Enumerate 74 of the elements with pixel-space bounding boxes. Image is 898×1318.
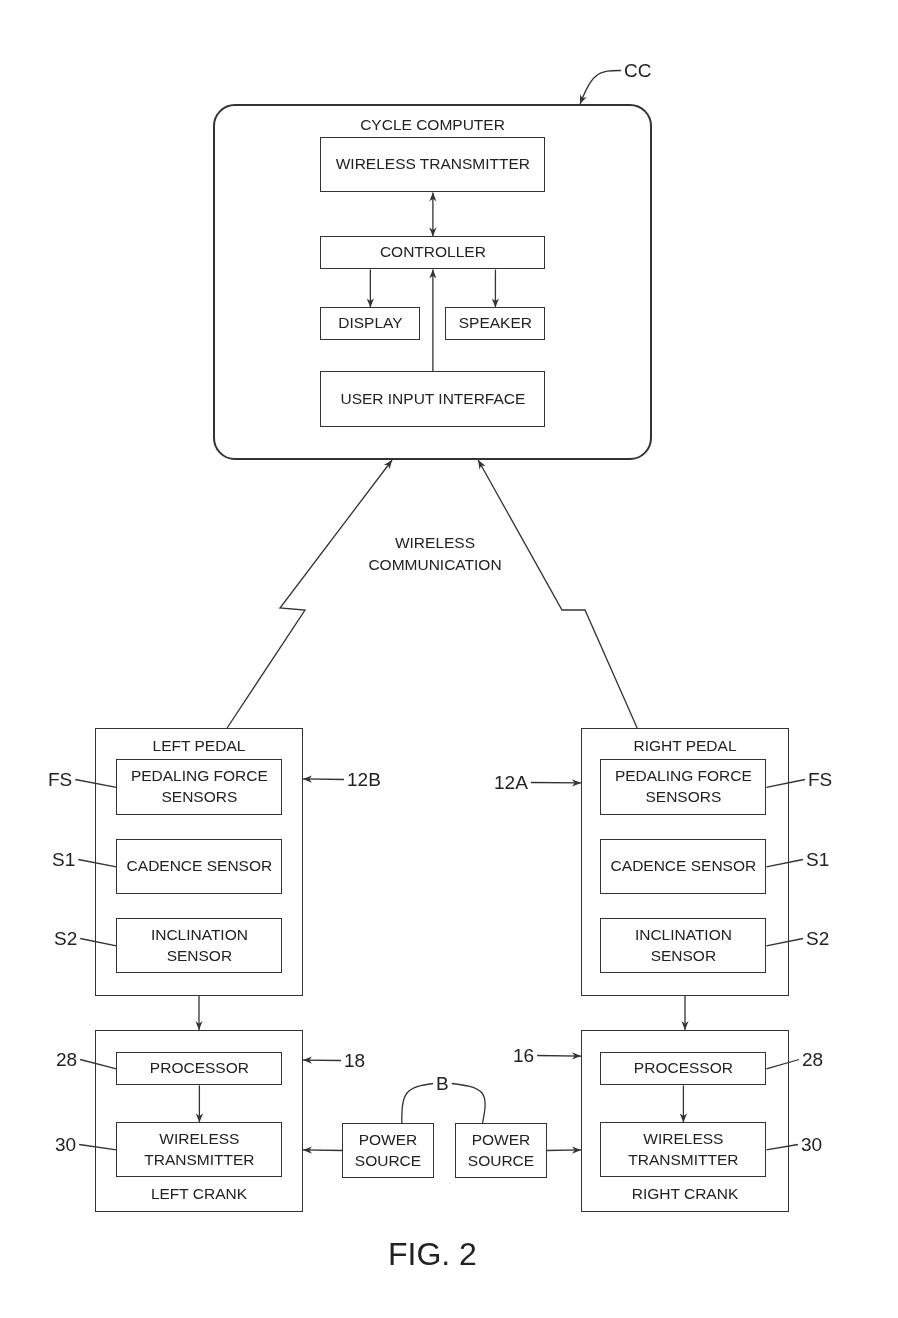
reference-numeral: 12A	[494, 773, 528, 792]
component-block: SPEAKER	[445, 307, 546, 341]
leader-line	[765, 1143, 799, 1151]
leader-line	[79, 1058, 118, 1070]
leader-line	[401, 1082, 434, 1124]
reference-numeral: S1	[52, 850, 76, 869]
reference-numeral: S2	[54, 929, 78, 948]
reference-numeral: 18	[344, 1051, 366, 1070]
wireless-signal-arrow	[226, 459, 393, 729]
figure-caption: FIG. 2	[388, 1236, 477, 1273]
arrow	[546, 1146, 582, 1154]
leader-line	[78, 1143, 118, 1151]
leader-arrow	[302, 1056, 342, 1064]
component-block: PEDALING FORCE SENSORS	[116, 759, 283, 816]
reference-numeral: 28	[56, 1050, 78, 1069]
leader-arrow	[536, 1052, 582, 1060]
arrow	[366, 268, 374, 309]
arrow	[302, 1146, 343, 1154]
reference-numeral: CC	[624, 61, 652, 80]
reference-numeral: B	[436, 1074, 449, 1093]
leader-arrow	[579, 69, 622, 105]
leader-line	[765, 1058, 800, 1070]
arrow	[195, 1084, 203, 1124]
component-block: INCLINATION SENSOR	[600, 918, 767, 974]
arrow	[429, 268, 437, 373]
component-block: PEDALING FORCE SENSORS	[600, 759, 767, 816]
component-block: CADENCE SENSOR	[116, 839, 283, 895]
component-block: PROCESSOR	[116, 1052, 283, 1086]
leader-line	[74, 778, 118, 789]
reference-numeral: 30	[801, 1135, 823, 1154]
double-arrow	[429, 191, 437, 238]
leader-line	[451, 1082, 486, 1124]
component-block: USER INPUT INTERFACE	[320, 371, 546, 428]
leader-line	[77, 858, 118, 868]
reference-numeral: S2	[806, 929, 830, 948]
block-heading: LEFT PEDAL	[151, 737, 247, 755]
reference-numeral: S1	[806, 850, 830, 869]
block-heading: RIGHT PEDAL	[632, 737, 738, 755]
component-block: CADENCE SENSOR	[600, 839, 767, 895]
crank-box	[95, 1030, 303, 1212]
component-block: CONTROLLER	[320, 236, 546, 270]
component-block: DISPLAY	[320, 307, 421, 341]
component-block: POWER SOURCE	[342, 1123, 434, 1178]
leader-line	[765, 778, 806, 789]
component-block: INCLINATION SENSOR	[116, 918, 283, 974]
component-block: WIRELESS TRANSMITTER	[320, 137, 546, 193]
leader-line	[765, 858, 804, 868]
arrow	[679, 1084, 687, 1124]
block-heading: CYCLE COMPUTER	[359, 116, 506, 134]
leader-arrow	[302, 775, 345, 783]
reference-numeral: 30	[55, 1135, 77, 1154]
block-heading: RIGHT CRANK	[630, 1185, 740, 1203]
reference-numeral: 12B	[347, 770, 381, 789]
device-box	[213, 104, 652, 460]
annotation-text: WIRELESS COMMUNICATION	[367, 533, 503, 575]
arrow	[491, 268, 499, 309]
crank-box	[581, 1030, 789, 1212]
reference-numeral: FS	[808, 770, 833, 789]
block-heading: LEFT CRANK	[149, 1185, 249, 1203]
leader-arrow	[530, 779, 582, 787]
wireless-signal-arrow	[477, 459, 638, 729]
component-block: WIRELESS TRANSMITTER	[116, 1122, 283, 1178]
reference-numeral: 28	[802, 1050, 824, 1069]
reference-numeral: 16	[513, 1046, 535, 1065]
arrow	[681, 995, 689, 1031]
leader-line	[765, 937, 804, 947]
leader-line	[79, 937, 118, 947]
pedal-box	[95, 728, 303, 996]
reference-numeral: FS	[48, 770, 73, 789]
component-block: POWER SOURCE	[455, 1123, 547, 1178]
pedal-box	[581, 728, 789, 996]
component-block: WIRELESS TRANSMITTER	[600, 1122, 767, 1178]
component-block: PROCESSOR	[600, 1052, 767, 1086]
arrow	[195, 995, 203, 1031]
